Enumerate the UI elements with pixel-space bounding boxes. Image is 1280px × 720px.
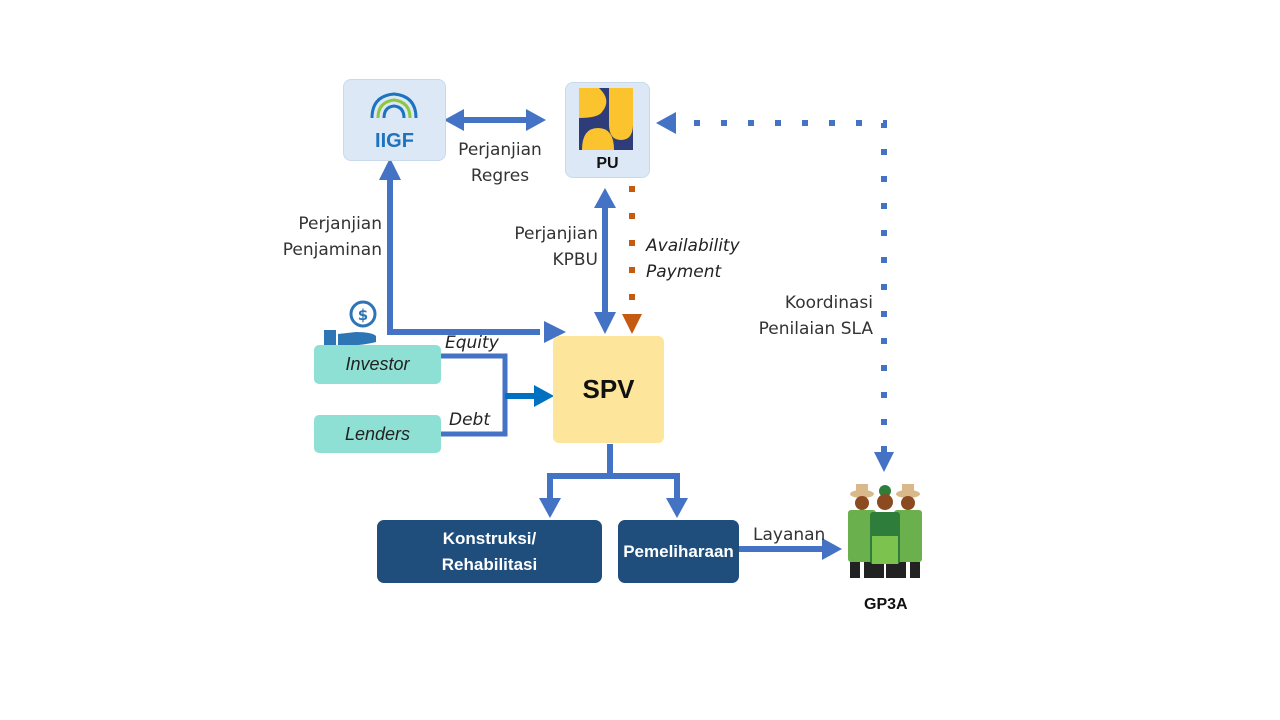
layanan-arrow bbox=[738, 538, 842, 560]
lenders-label: Lenders bbox=[344, 423, 411, 444]
iigf-node[interactable]: IIGF bbox=[343, 79, 446, 161]
konstruksi-line1: Konstruksi/ bbox=[442, 528, 537, 548]
pemeliharaan-label: Pemeliharaan bbox=[623, 541, 734, 561]
pemeliharaan-node[interactable]: Pemeliharaan bbox=[618, 520, 739, 583]
koordinasi-label: Koordinasi Penilaian SLA bbox=[750, 290, 873, 342]
kpbu-line1: Perjanjian bbox=[514, 224, 598, 244]
penjaminan-line2: Penjaminan bbox=[282, 240, 382, 260]
investor-label: Investor bbox=[345, 354, 410, 374]
regres-label: Perjanjian Regres bbox=[455, 137, 545, 189]
spv-label: SPV bbox=[582, 374, 635, 404]
koordinasi-line1: Koordinasi bbox=[784, 293, 873, 313]
svg-text:$: $ bbox=[358, 306, 368, 324]
investor-node[interactable]: Investor bbox=[314, 345, 441, 384]
iigf-label: IIGF bbox=[375, 130, 414, 152]
regres-line2: Regres bbox=[470, 166, 530, 186]
gp3a-label: GP3A bbox=[864, 596, 908, 613]
money-hand-icon: $ bbox=[324, 300, 377, 346]
konstruksi-line2: Rehabilitasi bbox=[441, 554, 538, 574]
debt-label: Debt bbox=[449, 410, 491, 430]
lenders-node[interactable]: Lenders bbox=[314, 415, 441, 453]
koordinasi-line2: Penilaian SLA bbox=[758, 319, 873, 339]
availability-payment-arrow bbox=[622, 186, 642, 334]
kpbu-arrow bbox=[594, 188, 616, 334]
layanan-label: Layanan bbox=[753, 525, 826, 545]
farmers-group-icon bbox=[848, 484, 922, 578]
spv-node[interactable]: SPV bbox=[553, 336, 664, 443]
koordinasi-arrow bbox=[656, 112, 894, 472]
equity-label: Equity bbox=[445, 333, 499, 353]
regres-line1: Perjanjian bbox=[458, 140, 542, 160]
penjaminan-label: Perjanjian Penjaminan bbox=[270, 211, 382, 263]
availability-line1: Availability bbox=[646, 236, 740, 256]
spv-branch-arrow bbox=[539, 444, 688, 518]
penjaminan-line1: Perjanjian bbox=[298, 214, 382, 234]
kpbu-label: Perjanjian KPBU bbox=[500, 221, 598, 273]
availability-line2: Payment bbox=[646, 262, 722, 282]
availability-label: Availability Payment bbox=[646, 233, 740, 285]
equity-debt-arrow bbox=[440, 353, 554, 437]
penjaminan-arrow bbox=[379, 158, 566, 343]
pu-label: PU bbox=[596, 155, 619, 172]
kpbu-line2: KPBU bbox=[552, 250, 598, 270]
regres-arrow bbox=[444, 109, 546, 131]
pu-node[interactable]: PU bbox=[565, 82, 650, 178]
konstruksi-node[interactable]: Konstruksi/ Rehabilitasi bbox=[377, 520, 602, 583]
